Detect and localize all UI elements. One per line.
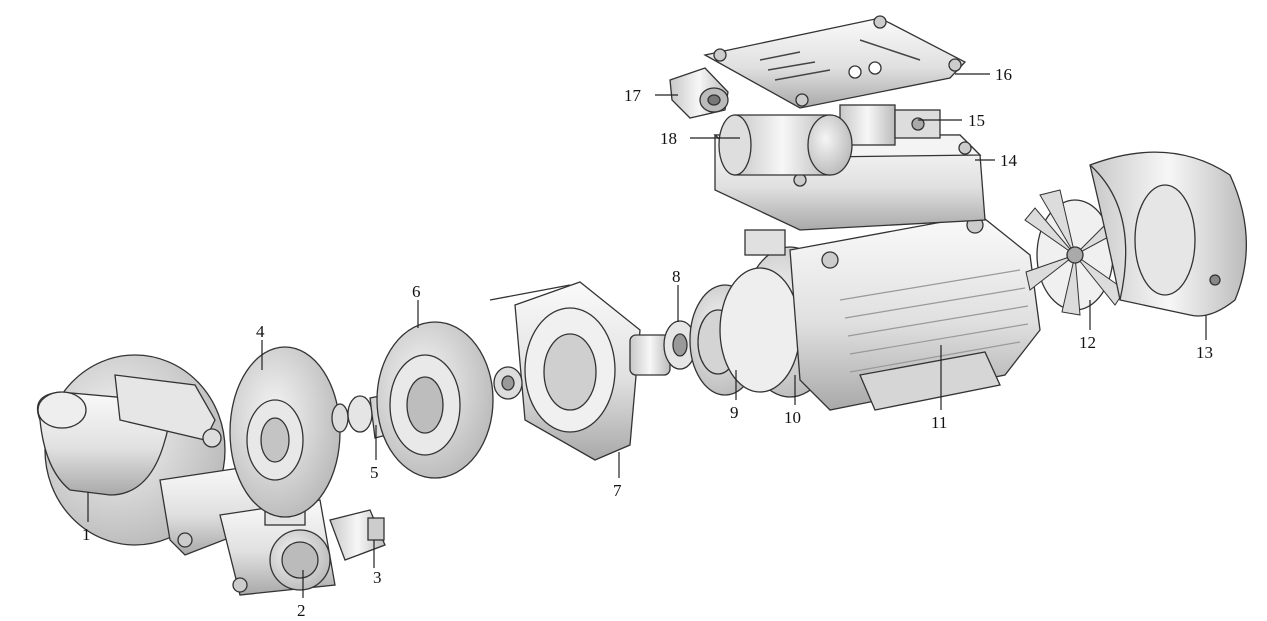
label-part-2: 2	[297, 601, 306, 620]
label-part-4: 4	[256, 322, 265, 341]
label-part-14: 14	[1000, 151, 1018, 170]
part-18-capacitor	[718, 114, 853, 176]
part-11-motor-frame	[744, 214, 1041, 411]
label-part-1: 1	[82, 525, 91, 544]
label-part-17: 17	[624, 86, 642, 105]
part-16-terminal-cover	[703, 15, 967, 109]
part-15-terminal-block	[839, 104, 941, 146]
part-12-cooling-fan	[1024, 189, 1126, 316]
label-part-7: 7	[613, 481, 622, 500]
label-part-9: 9	[730, 403, 739, 422]
part-6-seal-housing	[376, 321, 494, 479]
part-1-pump-casing	[36, 354, 276, 556]
part-7-pump-bracket	[489, 281, 671, 461]
part-labels: 1 2 3 4 5 6 7 8 9 10 11 12 13 14 15 16 1…	[82, 65, 1213, 620]
part-3-drain-plug	[329, 509, 386, 561]
part-13-fan-cover	[1089, 151, 1247, 317]
label-part-6: 6	[412, 282, 421, 301]
leader-lines	[87, 73, 1207, 598]
part-4-impeller	[229, 346, 341, 518]
label-part-11: 11	[931, 413, 947, 432]
label-part-18: 18	[660, 129, 677, 148]
label-part-10: 10	[784, 408, 801, 427]
label-part-5: 5	[370, 463, 379, 482]
label-part-8: 8	[672, 267, 681, 286]
part-17-cable-gland	[669, 67, 729, 119]
label-part-3: 3	[373, 568, 382, 587]
label-part-12: 12	[1079, 333, 1096, 352]
label-part-16: 16	[995, 65, 1012, 84]
label-part-13: 13	[1196, 343, 1213, 362]
label-part-15: 15	[968, 111, 985, 130]
